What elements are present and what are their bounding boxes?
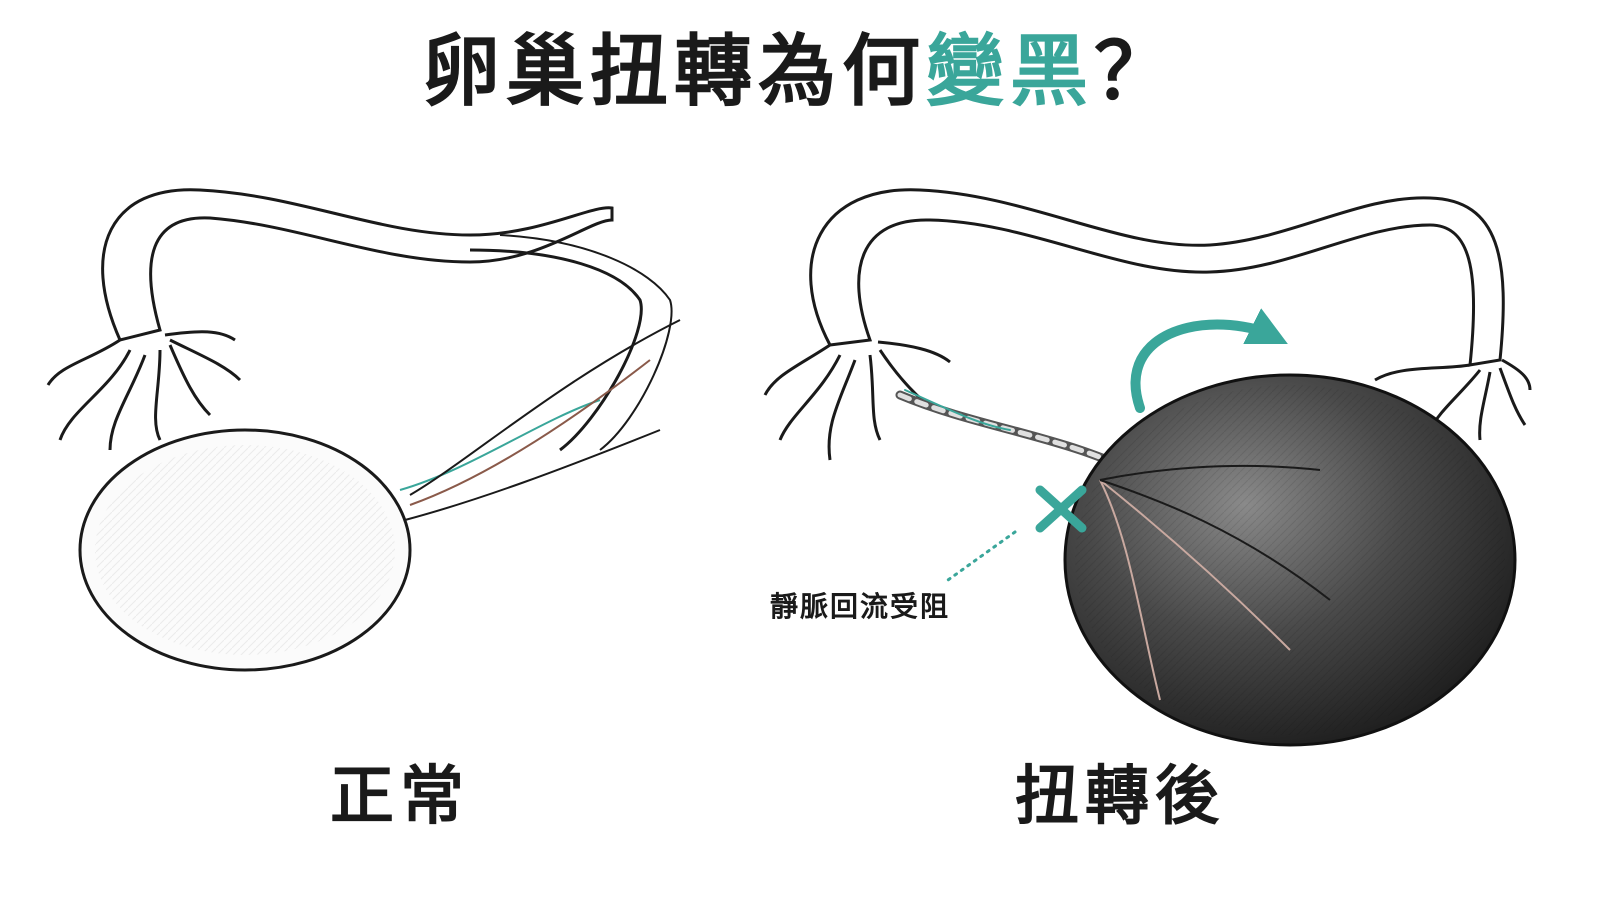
- normal-fimbriae: [46, 330, 242, 451]
- annotation-label: 靜脈回流受阻: [770, 590, 951, 623]
- title-prefix: 卵巢扭轉為何: [421, 27, 926, 117]
- blocked-marker: [1035, 485, 1087, 533]
- twisted-diagram: [763, 188, 1532, 747]
- page-title: 卵巢扭轉為何變黑？: [0, 27, 1600, 117]
- normal-vessels: [399, 319, 681, 521]
- twisted-fimbriae-right: [1374, 358, 1532, 441]
- label-twisted: 扭轉後: [1015, 760, 1225, 834]
- annotation-leader: [946, 530, 1017, 582]
- title-accent: 變黑: [925, 27, 1094, 117]
- rotation-arrow-icon: [1130, 308, 1288, 413]
- title-suffix: ？: [1094, 27, 1179, 117]
- normal-tube: [101, 188, 614, 342]
- twisted-tube: [809, 188, 1505, 367]
- congested-vessels: [1099, 464, 1331, 701]
- twisted-fimbriae-left: [763, 340, 951, 461]
- label-normal: 正常: [330, 760, 470, 834]
- normal-diagram: [46, 188, 681, 672]
